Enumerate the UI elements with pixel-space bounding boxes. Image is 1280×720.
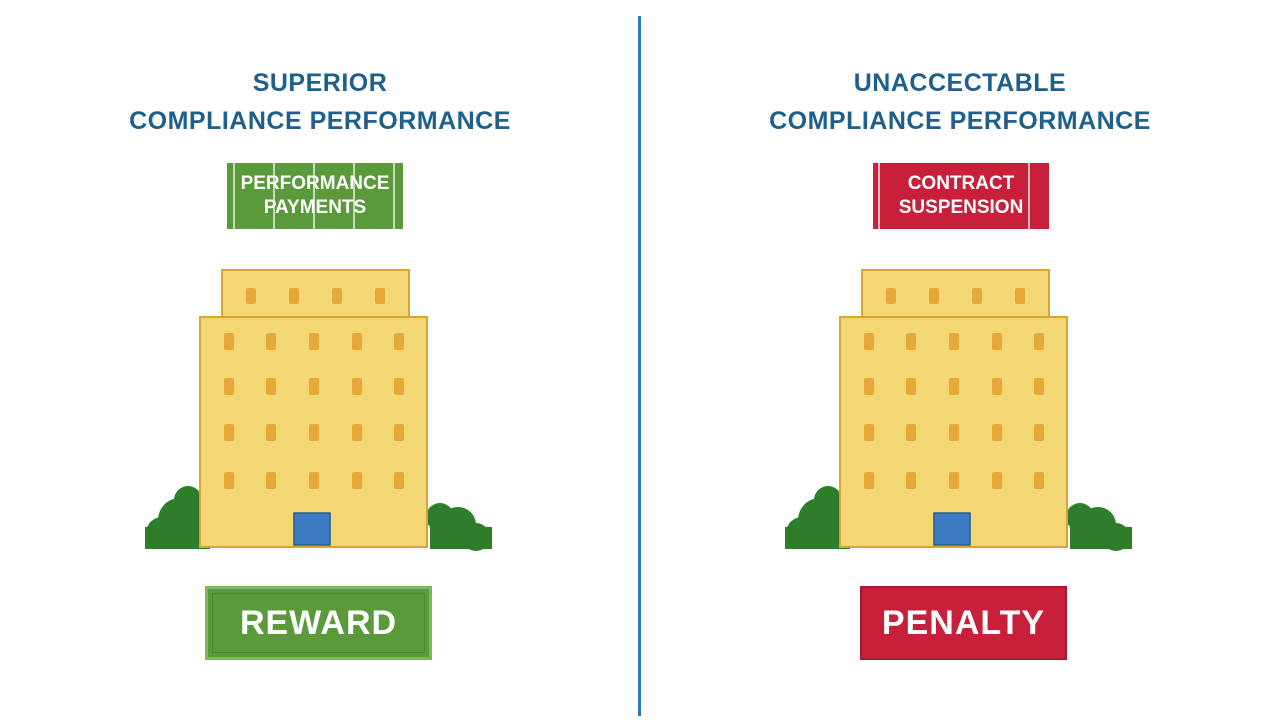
tag-line2: SUSPENSION	[898, 197, 1024, 218]
performance-payments-tag: PERFORMANCE PAYMENTS	[227, 163, 403, 229]
bush-right	[1066, 503, 1132, 551]
right-heading-line1: UNACCECTABLE	[853, 69, 1067, 97]
door	[293, 512, 331, 546]
door	[933, 512, 971, 546]
penalty-badge: PENALTY	[860, 586, 1067, 660]
left-heading-line1: SUPERIOR	[252, 69, 388, 97]
right-panel: UNACCECTABLE COMPLIANCE PERFORMANCE CONT…	[640, 0, 1280, 720]
left-heading-line2: COMPLIANCE PERFORMANCE	[129, 107, 511, 135]
left-panel: SUPERIOR COMPLIANCE PERFORMANCE PERFORMA…	[0, 64, 640, 660]
bush-left	[785, 486, 850, 549]
office-building-illustration	[145, 269, 492, 551]
contract-suspension-tag: CONTRACT SUSPENSION	[873, 163, 1049, 229]
bush-left	[145, 486, 210, 549]
right-heading-line2: COMPLIANCE PERFORMANCE	[769, 107, 1151, 135]
office-building-illustration	[785, 269, 1132, 551]
right-heading: UNACCECTABLE COMPLIANCE PERFORMANCE	[640, 64, 1280, 140]
bush-right	[426, 503, 492, 551]
tag-line1: CONTRACT	[907, 173, 1015, 194]
left-heading: SUPERIOR COMPLIANCE PERFORMANCE	[0, 64, 640, 140]
vertical-divider	[638, 16, 641, 716]
tag-line1: PERFORMANCE	[240, 173, 390, 194]
tag-line2: PAYMENTS	[263, 197, 367, 218]
reward-badge: REWARD	[205, 586, 432, 660]
